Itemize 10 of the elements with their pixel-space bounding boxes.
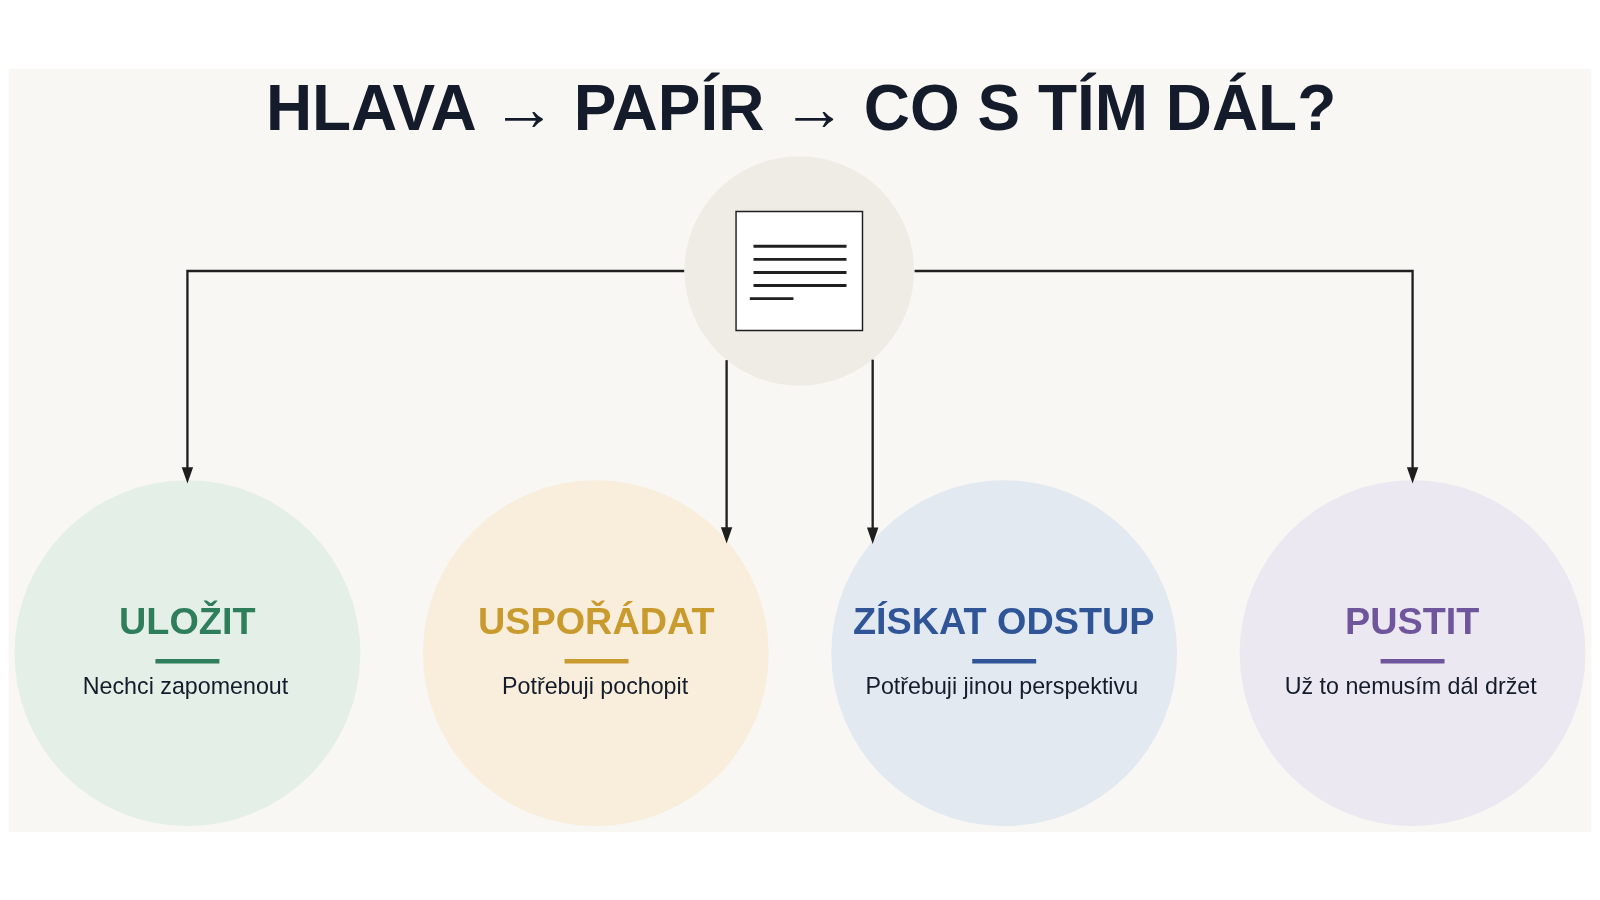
node-circle: ZÍSKAT ODSTUP Potřebuji jinou perspektivu bbox=[831, 479, 1178, 826]
node-picture bbox=[684, 155, 915, 386]
node-circle: USPOŘÁDAT Potřebuji pochopit bbox=[422, 479, 769, 826]
node-circle: ULOŽIT Nechci zapomenout bbox=[14, 479, 361, 826]
diagram-title: HLAVA → PAPÍR → CO S TÍM DÁL? bbox=[265, 71, 1337, 144]
arrow bbox=[720, 359, 733, 543]
arrow bbox=[181, 269, 685, 484]
arrow bbox=[914, 269, 1419, 484]
node-circle: PUSTIT Už to nemusím dál držet bbox=[1239, 479, 1586, 826]
arrow bbox=[866, 359, 879, 544]
